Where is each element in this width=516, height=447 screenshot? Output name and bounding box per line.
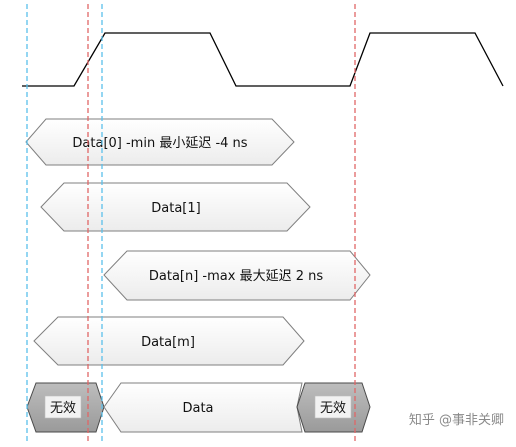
data0-signal: Data[0] -min 最小延迟 -4 ns xyxy=(25,118,295,166)
datan-bubble xyxy=(103,250,371,301)
watermark: 知乎 @事非关卿 xyxy=(409,412,504,428)
invalid-left-label-box xyxy=(44,395,82,419)
invalid-right-label: 无效 xyxy=(320,401,346,416)
datam-bubble xyxy=(33,316,305,366)
datan-label: Data[n] -max 最大延迟 2 ns xyxy=(149,269,323,284)
data0-label: Data[0] -min 最小延迟 -4 ns xyxy=(72,136,247,151)
data1-signal: Data[1] xyxy=(40,182,311,232)
data1-label: Data[1] xyxy=(151,201,200,216)
datam-signal: Data[m] xyxy=(33,316,305,366)
data0-bubble xyxy=(25,118,295,166)
data1-bubble xyxy=(40,182,311,232)
invalid-left-label: 无效 xyxy=(50,401,76,416)
data-valid-label: Data xyxy=(182,401,213,416)
datan-signal: Data[n] -max 最大延迟 2 ns xyxy=(103,250,371,301)
bus-row: 无效 Data 无效 xyxy=(26,382,371,433)
datam-label: Data[m] xyxy=(141,335,195,350)
invalid-right-label-box xyxy=(314,395,352,419)
clock-waveform xyxy=(22,32,504,87)
